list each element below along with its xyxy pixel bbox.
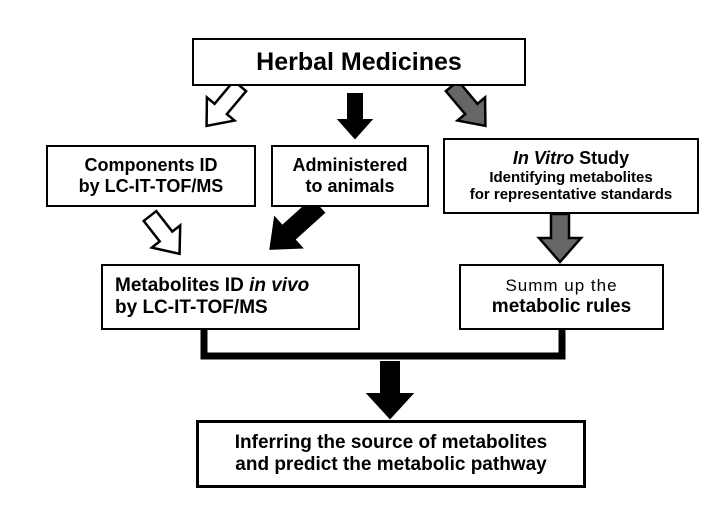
summup-line1: Summ up the: [505, 276, 618, 296]
invitro-line1: In Vitro Study: [513, 148, 629, 169]
metabolites-line2: by LC-IT-TOF/MS: [115, 297, 268, 318]
summup-line2: metabolic rules: [491, 295, 632, 317]
administered-line2: to animals: [305, 176, 395, 196]
inferring-line1: Inferring the source of metabolites: [234, 432, 548, 454]
box-metabolites-id: Metabolites ID in vivo by LC-IT-TOF/MS: [101, 264, 360, 330]
herbal-medicines-label: Herbal Medicines: [256, 47, 462, 76]
box-administered: Administered to animals: [271, 145, 429, 207]
box-components-id: Components ID by LC-IT-TOF/MS: [46, 145, 256, 207]
metabolites-main: Metabolites ID: [115, 275, 250, 297]
invitro-line2: Identifying metabolites: [489, 169, 653, 187]
metabolites-italic: in vivo: [249, 275, 310, 297]
administered-line1: Administered: [292, 155, 408, 176]
box-inferring: Inferring the source of metabolites and …: [196, 420, 586, 488]
components-line2: by LC-IT-TOF/MS: [78, 176, 224, 196]
box-in-vitro-study: In Vitro Study Identifying metabolites f…: [443, 138, 699, 214]
box-herbal-medicines: Herbal Medicines: [192, 38, 526, 86]
metabolites-line1: Metabolites ID in vivo: [115, 275, 309, 297]
box-summ-up: Summ up the metabolic rules: [459, 264, 664, 330]
arrow-merge-to-inferring: [365, 361, 415, 420]
arrow-invitro-to-summup: [536, 212, 584, 264]
invitro-italic: In Vitro: [512, 148, 575, 169]
arrow-herbal-to-components: [205, 79, 248, 128]
inferring-line2: and predict the metabolic pathway: [235, 454, 547, 475]
arrow-administered-to-metabolites: [269, 197, 326, 250]
components-line1: Components ID: [84, 155, 218, 176]
merge-connector: [200, 326, 566, 360]
arrow-herbal-to-administered: [336, 93, 374, 140]
invitro-rest: Study: [574, 148, 630, 169]
arrow-components-to-metabolites: [141, 209, 182, 256]
invitro-line3: for representative standards: [469, 186, 673, 204]
